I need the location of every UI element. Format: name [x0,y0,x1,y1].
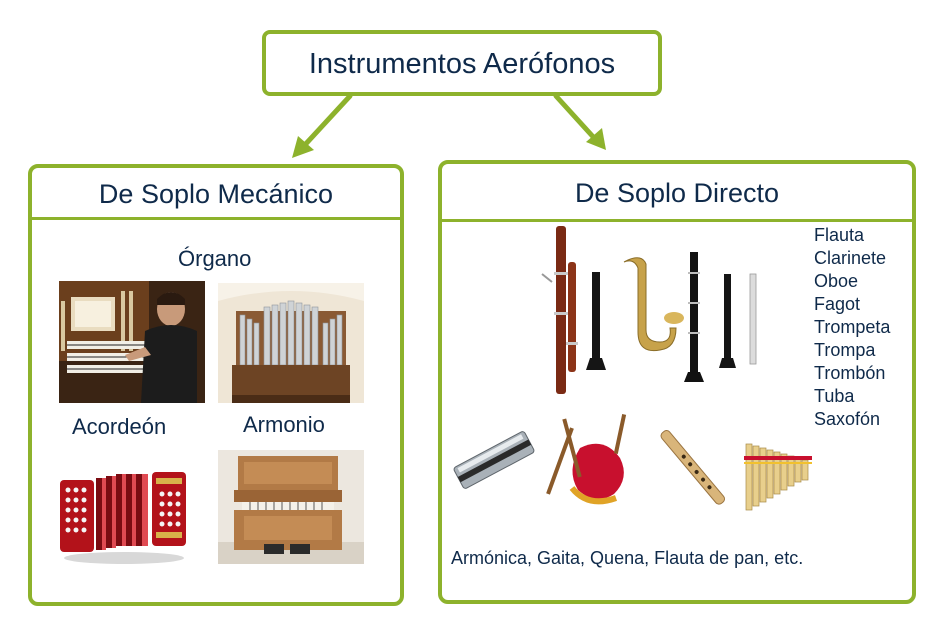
pan-flute-image [742,440,816,514]
title-box: Instrumentos Aerófonos [262,30,662,96]
organ-player-image [59,281,205,403]
organ-label: Órgano [178,246,252,271]
arrowhead-left [292,136,314,158]
list-item: Trompa [814,340,876,360]
list-item: Trompeta [814,317,891,337]
list-item: Tuba [814,386,855,406]
harmonium-image [218,450,364,564]
accordion-label: Acordeón [72,414,167,439]
woodwinds-image [522,222,766,400]
harmonica-image [448,414,540,506]
direct-heading: De Soplo Directo [442,164,912,222]
harmonium-label: Armonio [243,412,325,437]
mechanical-heading: De Soplo Mecánico [32,168,400,220]
arrowhead-right [586,128,606,150]
list-item: Trombón [814,363,886,383]
list-item: Clarinete [814,248,887,268]
arrow-to-mechanical [299,93,353,151]
diagram-title: Instrumentos Aerófonos [308,48,616,80]
pipe-organ-image [218,283,364,403]
arrow-to-direct [553,93,599,143]
list-item: Fagot [814,294,861,314]
direct-instrument-list: Flauta Clarinete Oboe Fagot Trompeta Tro… [814,224,890,431]
list-item: Saxofón [814,409,881,429]
quena-image [648,414,736,522]
direct-box: De Soplo Directo Flauta [438,160,916,604]
mechanical-box: De Soplo Mecánico Órgano [28,164,404,606]
list-item: Oboe [814,271,859,291]
bagpipe-image [544,408,642,510]
other-instruments-caption: Armónica, Gaita, Quena, Flauta de pan, e… [451,548,804,568]
accordion-image [52,458,194,566]
list-item: Flauta [814,225,865,245]
